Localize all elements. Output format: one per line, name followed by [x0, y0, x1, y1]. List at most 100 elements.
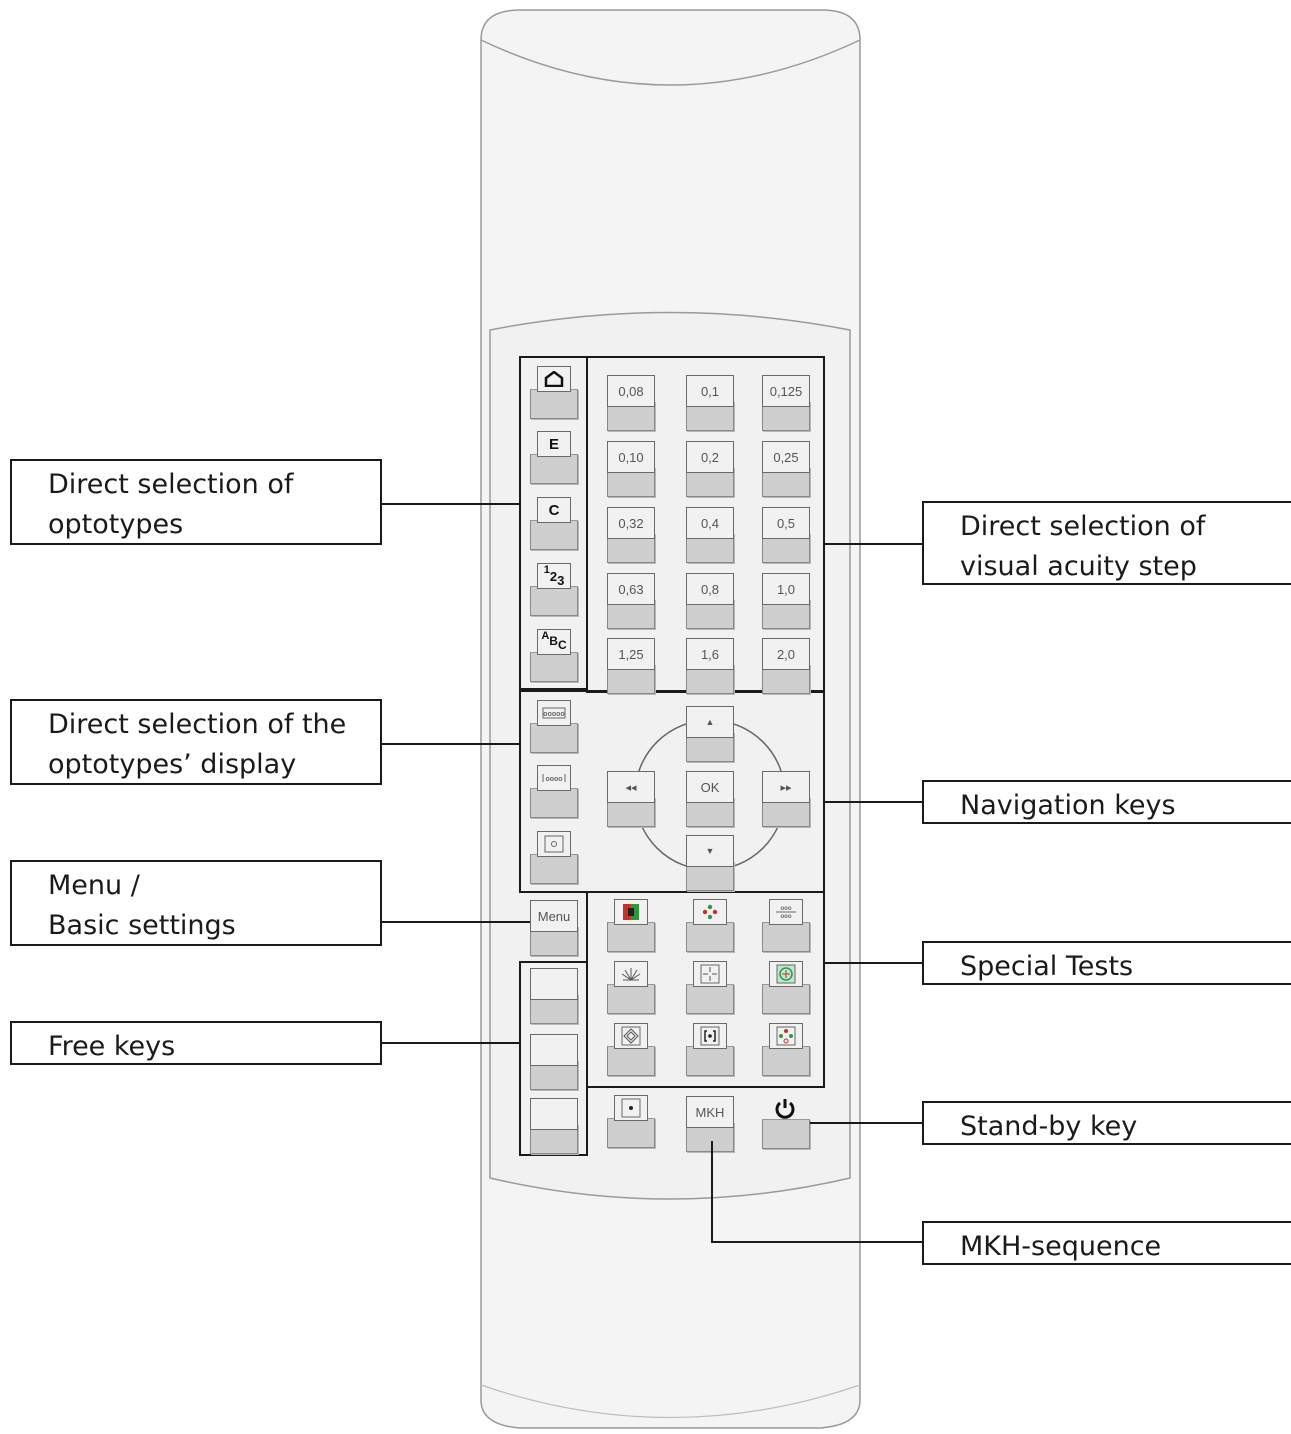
- display-key-row[interactable]: ooooo: [530, 697, 578, 753]
- up-arrow-icon: ▲: [686, 706, 734, 738]
- acuity-key[interactable]: 0,2: [686, 441, 734, 497]
- callout-text: Free keys: [48, 1031, 176, 1062]
- acuity-key[interactable]: 1,6: [686, 638, 734, 694]
- acuity-key-label: 2,0: [762, 638, 810, 670]
- mkh-key[interactable]: MKH: [686, 1096, 734, 1152]
- down-arrow-icon: ▼: [686, 835, 734, 867]
- display-key-line[interactable]: oooo: [530, 762, 578, 818]
- leader-line: [825, 962, 922, 964]
- special-test-key-red-green[interactable]: [607, 896, 655, 952]
- special-test-key-fixation-ring[interactable]: [762, 958, 810, 1014]
- acuity-key[interactable]: 0,32: [607, 507, 655, 563]
- callout-text: Menu /: [48, 870, 140, 901]
- special-test-key-cross-dots[interactable]: [686, 896, 734, 952]
- acuity-key[interactable]: 0,4: [686, 507, 734, 563]
- optotype-key-letters[interactable]: A B C: [530, 626, 578, 682]
- optotype-e-label: E: [537, 431, 571, 457]
- acuity-key-label: 0,63: [607, 573, 655, 605]
- fast-forward-icon: ▸▸: [762, 771, 810, 803]
- acuity-key[interactable]: 1,0: [762, 573, 810, 629]
- display-key-single[interactable]: [530, 828, 578, 884]
- callout-text: Direct selection of: [960, 511, 1206, 542]
- nav-down-key[interactable]: ▼: [686, 835, 734, 891]
- color-dots-test-icon: [769, 1023, 803, 1049]
- red-green-test-icon: [614, 899, 648, 925]
- line-display-icon: oooo: [537, 765, 571, 791]
- bracket-dot-icon: [693, 1023, 727, 1049]
- free-key-cap: [530, 1034, 578, 1066]
- special-test-key-bracket-dot[interactable]: [686, 1020, 734, 1076]
- callout-text: optotypes: [48, 509, 184, 540]
- leader-line: [711, 1141, 713, 1243]
- acuity-key-label: 1,0: [762, 573, 810, 605]
- free-key-2[interactable]: [530, 1034, 578, 1090]
- acuity-key[interactable]: 0,08: [607, 375, 655, 431]
- leader-line: [825, 801, 922, 803]
- cross-dots-test-icon: [693, 899, 727, 925]
- diamond-test-icon: [614, 1023, 648, 1049]
- acuity-key-label: 0,4: [686, 507, 734, 539]
- special-test-key-diamond[interactable]: [607, 1020, 655, 1076]
- callout-text: Special Tests: [960, 951, 1134, 982]
- leader-line: [382, 743, 519, 745]
- acuity-key-label: 0,5: [762, 507, 810, 539]
- free-keys-group-box: [519, 961, 588, 1156]
- leader-line: [382, 1042, 519, 1044]
- acuity-key[interactable]: 0,63: [607, 573, 655, 629]
- letters-icon: A B C: [537, 629, 571, 655]
- numbers-icon: 1 2 3: [537, 563, 571, 589]
- acuity-key[interactable]: 0,25: [762, 441, 810, 497]
- single-dot-key[interactable]: [607, 1092, 655, 1148]
- nav-right-key[interactable]: ▸▸: [762, 771, 810, 827]
- leader-line: [382, 503, 519, 505]
- free-key-1[interactable]: [530, 968, 578, 1024]
- standby-key[interactable]: [762, 1093, 810, 1149]
- callout-text: Direct selection of the: [48, 709, 347, 740]
- acuity-key[interactable]: 0,125: [762, 375, 810, 431]
- power-icon: [769, 1096, 801, 1120]
- callout-text: Basic settings: [48, 910, 236, 941]
- acuity-key[interactable]: 2,0: [762, 638, 810, 694]
- nav-up-key[interactable]: ▲: [686, 706, 734, 762]
- optotype-key-c[interactable]: C: [530, 494, 578, 550]
- acuity-key-label: 0,125: [762, 375, 810, 407]
- menu-key[interactable]: Menu: [530, 900, 578, 956]
- free-key-cap: [530, 968, 578, 1000]
- free-key-3[interactable]: [530, 1098, 578, 1154]
- acuity-key-label: 0,8: [686, 573, 734, 605]
- rewind-icon: ◂◂: [607, 771, 655, 803]
- special-test-key-crosshair[interactable]: [686, 958, 734, 1014]
- callout-text: optotypes’ display: [48, 749, 297, 780]
- optotype-key-e[interactable]: E: [530, 428, 578, 484]
- optotype-key-numbers[interactable]: 1 2 3: [530, 560, 578, 616]
- acuity-key-label: 0,2: [686, 441, 734, 473]
- leader-line: [810, 1122, 922, 1124]
- callout-free-keys: Free keys: [10, 1021, 382, 1065]
- callout-special-tests: Special Tests: [922, 941, 1291, 985]
- callout-mkh: MKH-sequence: [922, 1221, 1291, 1265]
- optotype-c-label: C: [537, 497, 571, 523]
- callout-standby: Stand-by key: [922, 1101, 1291, 1145]
- acuity-key[interactable]: 0,1: [686, 375, 734, 431]
- nav-ok-key[interactable]: OK: [686, 771, 734, 827]
- callout-text: MKH-sequence: [960, 1231, 1162, 1262]
- callout-acuity: Direct selection of visual acuity step: [922, 501, 1291, 585]
- callout-menu: Menu / Basic settings: [10, 860, 382, 946]
- special-test-key-astigmatism[interactable]: [607, 958, 655, 1014]
- free-key-cap: [530, 1098, 578, 1130]
- leader-line: [711, 1241, 922, 1243]
- acuity-key-label: 1,6: [686, 638, 734, 670]
- special-test-key-color-dots[interactable]: [762, 1020, 810, 1076]
- acuity-key[interactable]: 0,5: [762, 507, 810, 563]
- callout-text: Navigation keys: [960, 790, 1176, 821]
- acuity-key-label: 0,08: [607, 375, 655, 407]
- optotype-key-house[interactable]: [530, 363, 578, 419]
- mkh-label: MKH: [686, 1096, 734, 1128]
- acuity-key[interactable]: 0,8: [686, 573, 734, 629]
- acuity-key-label: 1,25: [607, 638, 655, 670]
- acuity-key[interactable]: 0,10: [607, 441, 655, 497]
- nav-left-key[interactable]: ◂◂: [607, 771, 655, 827]
- acuity-key[interactable]: 1,25: [607, 638, 655, 694]
